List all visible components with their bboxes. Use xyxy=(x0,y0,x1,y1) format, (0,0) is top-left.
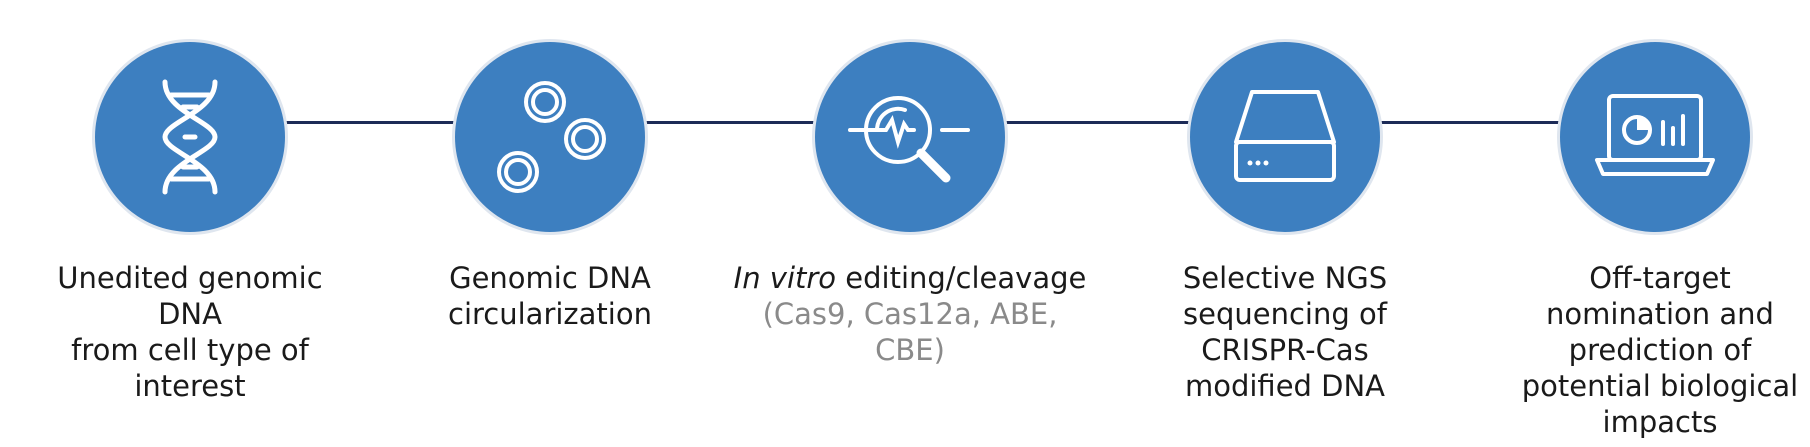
caption-line: CRISPR-Cas xyxy=(1201,333,1369,367)
dna-helix-icon xyxy=(162,79,218,195)
caption-line: interest xyxy=(134,369,246,403)
caption-line: In vitro editing/cleavage xyxy=(730,260,1090,296)
step-4-caption: Selective NGS sequencing of CRISPR-Cas m… xyxy=(1135,260,1435,404)
caption-line: Unedited genomic DNA xyxy=(57,261,323,331)
caption-line: potential biological xyxy=(1521,369,1799,403)
caption-line: circularization xyxy=(448,297,652,331)
step-5-caption: Off-target nomination and prediction of … xyxy=(1510,260,1810,440)
step-2-caption: Genomic DNA circularization xyxy=(400,260,700,332)
caption-line: Selective NGS xyxy=(1182,261,1388,295)
caption-line: nomination and xyxy=(1546,297,1774,331)
step-2-circle xyxy=(455,42,645,232)
step-1-circle xyxy=(95,42,285,232)
magnifier-signal-icon xyxy=(848,96,970,183)
caption-line: impacts xyxy=(1602,405,1718,439)
caption-line: prediction of xyxy=(1568,333,1752,367)
step-3-caption: In vitro editing/cleavage (Cas9, Cas12a,… xyxy=(730,260,1090,368)
caption-line: modified DNA xyxy=(1184,369,1386,403)
step-4-circle xyxy=(1190,42,1380,232)
caption-italic: In vitro xyxy=(733,261,837,295)
caption-rest: editing/cleavage xyxy=(836,261,1087,295)
caption-line: sequencing of xyxy=(1183,297,1387,331)
circular-dna-icon xyxy=(497,81,606,193)
sequencer-drive-icon xyxy=(1234,90,1336,182)
caption-subtext: (Cas9, Cas12a, ABE, CBE) xyxy=(762,297,1058,367)
caption-line: from cell type of xyxy=(71,333,309,367)
step-3-circle xyxy=(815,42,1005,232)
step-5-circle xyxy=(1560,42,1750,232)
caption-line: Off-target xyxy=(1589,261,1731,295)
laptop-analytics-icon xyxy=(1595,94,1715,176)
caption-line: Genomic DNA xyxy=(449,261,651,295)
step-1-caption: Unedited genomic DNA from cell type of i… xyxy=(40,260,340,404)
